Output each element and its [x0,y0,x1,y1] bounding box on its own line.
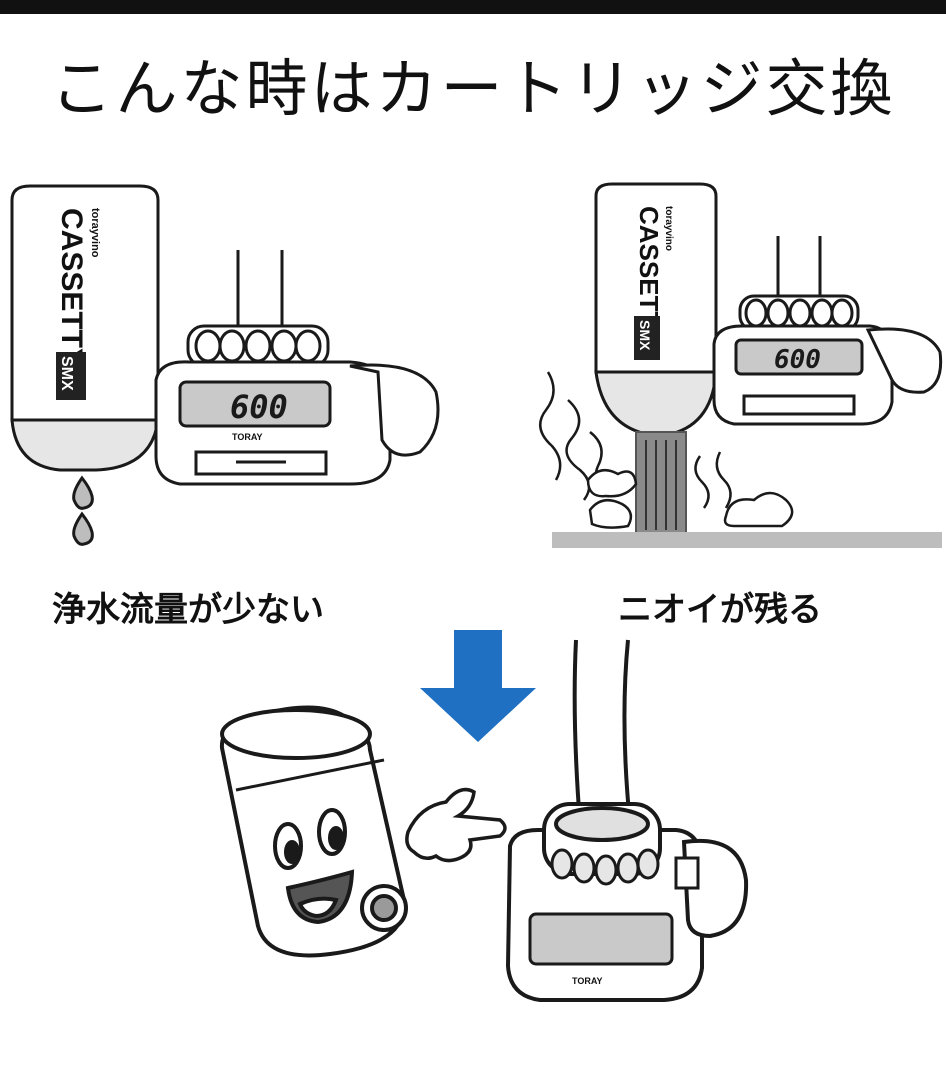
left-cartridge: torayvino CASSETTY SMX [10,184,160,472]
right-display-value: 600 [774,345,821,375]
pointing-hand-icon [405,787,507,863]
bottom-scene: TORAY [219,639,749,1002]
left-brand-name: CASSETTY [55,208,88,368]
left-panel: torayvino CASSETTY SMX 600 TORAY [10,184,440,546]
caption-smell-remains: ニオイが残る [618,590,822,630]
smell-cloud-right [723,491,794,528]
right-brand-small: torayvino [663,206,674,251]
right-cartridge: torayvino CASSETTY SMX [594,182,718,438]
right-panel: torayvino CASSETTY SMX [539,182,943,548]
left-model: SMX [58,356,75,391]
left-maker: TORAY [232,432,263,442]
top-bar [0,0,946,14]
water-drop-icon [72,511,94,546]
smell-wave-icon [539,371,732,509]
bottom-maker: TORAY [572,976,603,986]
water-drop-icon [72,475,94,510]
cartridge-character [219,705,408,958]
left-display-value: 600 [230,388,288,426]
smell-cloud-left [586,468,638,529]
down-arrow-icon [420,630,536,742]
page-title: こんな時はカートリッジ交換 [50,52,896,125]
left-brand-small: torayvino [89,208,101,258]
right-model: SMX [637,320,653,351]
caption-low-flow: 浄水流量が少ない [52,590,324,630]
